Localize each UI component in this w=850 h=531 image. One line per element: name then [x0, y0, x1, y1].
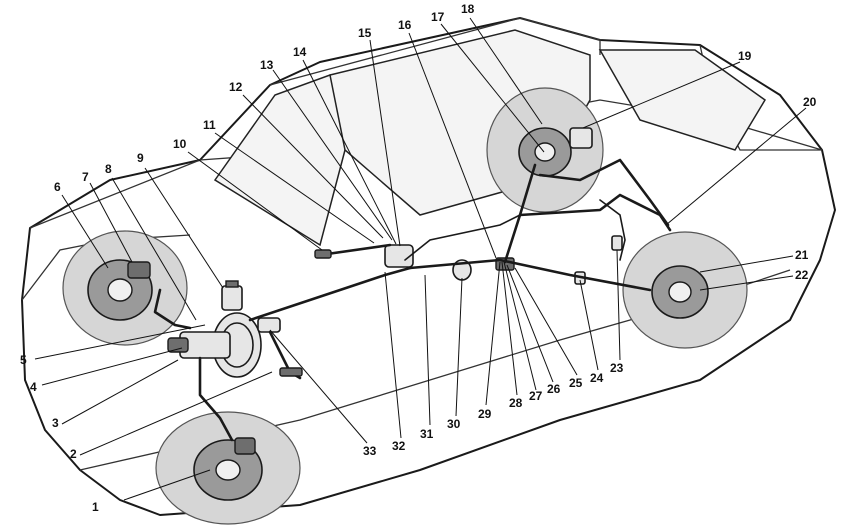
callout-6: 6 — [54, 180, 61, 194]
callout-22: 22 — [795, 268, 809, 282]
callout-23: 23 — [610, 361, 624, 375]
callout-18: 18 — [461, 2, 475, 16]
leader-lines — [34, 17, 807, 501]
callout-24: 24 — [590, 371, 604, 385]
callout-13: 13 — [260, 58, 274, 72]
callout-31: 31 — [420, 427, 434, 441]
callout-labels: 1 2 3 4 5 6 7 8 9 10 11 12 13 14 15 16 1… — [20, 2, 817, 514]
callout-17: 17 — [431, 10, 445, 24]
front-right-wheel — [155, 411, 301, 525]
callout-30: 30 — [447, 417, 461, 431]
callout-32: 32 — [392, 439, 406, 453]
callout-4: 4 — [30, 380, 37, 394]
callout-25: 25 — [569, 376, 583, 390]
callout-9: 9 — [137, 151, 144, 165]
callout-29: 29 — [478, 407, 492, 421]
callout-27: 27 — [529, 389, 543, 403]
callout-21: 21 — [795, 248, 809, 262]
rear-right-wheel — [622, 231, 748, 349]
callout-33: 33 — [363, 444, 377, 458]
brake-pedal-assembly — [257, 317, 303, 380]
callout-3: 3 — [52, 416, 59, 430]
front-left-wheel — [62, 230, 188, 346]
callout-12: 12 — [229, 80, 243, 94]
callout-15: 15 — [358, 26, 372, 40]
rear-window — [598, 49, 766, 151]
callout-2: 2 — [70, 447, 77, 461]
rear-left-wheel — [486, 87, 604, 213]
callout-10: 10 — [173, 137, 187, 151]
callout-20: 20 — [803, 95, 817, 109]
callout-19: 19 — [738, 49, 752, 63]
callout-16: 16 — [398, 18, 412, 32]
callout-28: 28 — [509, 396, 523, 410]
callout-1: 1 — [92, 500, 99, 514]
callout-8: 8 — [105, 162, 112, 176]
callout-5: 5 — [20, 353, 27, 367]
callout-26: 26 — [547, 382, 561, 396]
master-cylinder-assembly — [167, 280, 262, 378]
parking-brake-lever — [314, 243, 414, 268]
callout-14: 14 — [293, 45, 307, 59]
callout-7: 7 — [82, 170, 89, 184]
callout-11: 11 — [203, 118, 216, 132]
roof-line — [269, 17, 601, 86]
brake-pipes — [153, 158, 672, 442]
